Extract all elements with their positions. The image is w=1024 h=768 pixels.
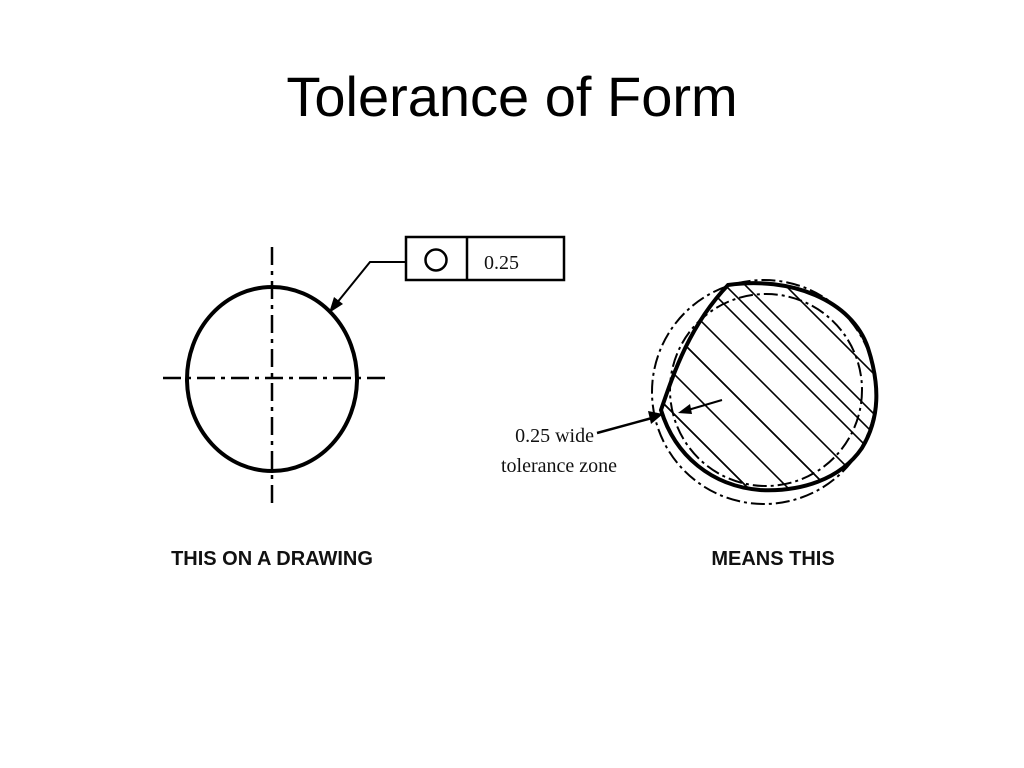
means-view (596, 279, 879, 505)
tolerance-value: 0.25 (484, 252, 519, 274)
caption-left: THIS ON A DRAWING (171, 548, 373, 570)
caption-right: MEANS THIS (711, 548, 834, 570)
inner-arrowhead (678, 404, 692, 414)
actual-profile (658, 281, 879, 493)
drawing-view (163, 247, 406, 508)
annotation-line2: tolerance zone (501, 455, 617, 477)
inner-arrow-line (687, 399, 723, 411)
hatch-pattern (661, 283, 877, 491)
annotation-line1: 0.25 wide (515, 425, 594, 447)
frame-outer (404, 235, 566, 282)
leader-line (335, 261, 406, 305)
circularity-icon (424, 248, 448, 272)
slide-title: Tolerance of Form (286, 65, 738, 128)
feature-control-frame: 0.25 (404, 235, 566, 282)
annotation-arrowhead (648, 411, 663, 424)
leader-arrowhead (329, 297, 343, 313)
annotation-leader (596, 416, 653, 435)
